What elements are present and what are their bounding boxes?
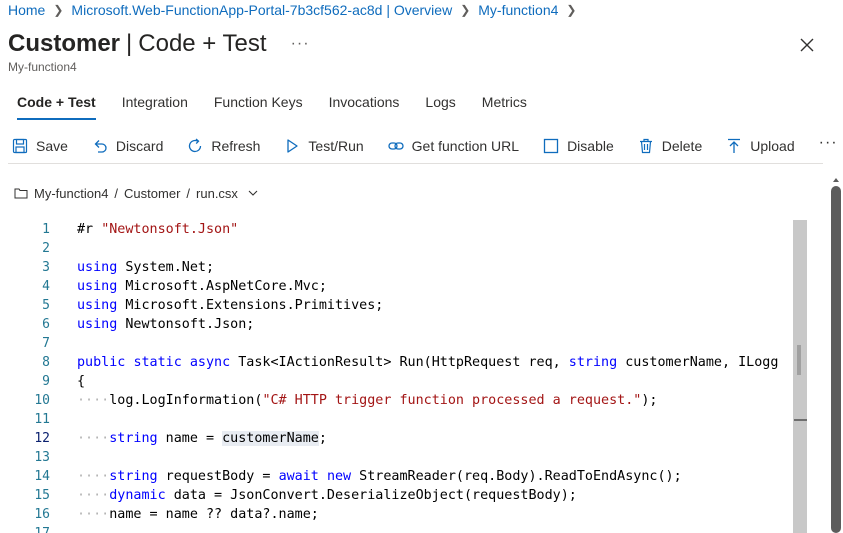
tab-bar: Code + Test Integration Function Keys In… <box>8 90 544 124</box>
discard-button-label: Discard <box>115 138 164 154</box>
discard-button[interactable]: Discard <box>88 138 167 154</box>
play-icon <box>284 138 300 154</box>
tab-logs[interactable]: Logs <box>425 94 456 110</box>
toolbar-more-button[interactable]: ··· <box>818 134 838 151</box>
tab-invocations[interactable]: Invocations <box>328 94 400 110</box>
line-number: 16 <box>34 507 50 522</box>
path-separator: / <box>186 185 191 201</box>
line-number: 2 <box>42 241 50 256</box>
code-line: using Newtonsoft.Json; <box>77 317 255 332</box>
undo-icon <box>92 138 108 154</box>
get-function-url-label: Get function URL <box>411 138 520 154</box>
code-line: ····dynamic data = JsonConvert.Deseriali… <box>77 488 577 503</box>
code-line: #r "Newtonsoft.Json" <box>77 222 239 237</box>
upload-button-label: Upload <box>750 138 795 154</box>
save-button-label: Save <box>36 138 68 154</box>
line-number: 9 <box>42 374 50 389</box>
toolbar-divider <box>8 163 823 164</box>
line-number: 8 <box>42 355 50 370</box>
editor-cursor-marker <box>794 419 807 421</box>
chevron-right-icon: ❯ <box>566 3 577 17</box>
file-path-breadcrumb: My-function4 / Customer / run.csx <box>14 184 258 202</box>
line-number: 3 <box>42 260 50 275</box>
get-function-url-button[interactable]: Get function URL <box>384 138 523 154</box>
chevron-right-icon: ❯ <box>53 3 64 17</box>
test-run-button[interactable]: Test/Run <box>280 138 367 154</box>
refresh-icon <box>187 138 203 154</box>
line-number: 7 <box>42 336 50 351</box>
line-number: 14 <box>34 469 50 484</box>
line-number: 1 <box>42 222 50 237</box>
file-path-file: run.csx <box>196 185 238 201</box>
code-editor[interactable]: 1234567891011121314151617 #r "Newtonsoft… <box>0 212 808 533</box>
breadcrumb: Home ❯ Microsoft.Web-FunctionApp-Portal-… <box>8 0 584 20</box>
scroll-up-arrow-icon[interactable] <box>831 172 841 182</box>
page-title-subtitle: Code + Test <box>138 30 267 57</box>
chevron-down-icon <box>248 186 258 201</box>
file-path-function: My-function4 <box>34 185 109 201</box>
code-line: public static async Task<IActionResult> … <box>77 355 779 370</box>
code-line: ····log.LogInformation("C# HTTP trigger … <box>77 393 658 408</box>
page-scrollbar-thumb[interactable] <box>831 186 841 533</box>
line-number: 4 <box>42 279 50 294</box>
line-number: 5 <box>42 298 50 313</box>
page-title-name: Customer <box>8 30 121 57</box>
line-number: 10 <box>34 393 50 408</box>
page-title: Customer | Code + Test ··· <box>8 28 310 60</box>
breadcrumb-function-app[interactable]: Microsoft.Web-FunctionApp-Portal-7b3cf56… <box>71 2 453 18</box>
code-line: ····name = name ?? data?.name; <box>77 507 319 522</box>
trash-icon <box>638 138 654 154</box>
link-icon <box>388 138 404 154</box>
path-separator: / <box>114 185 119 201</box>
breadcrumb-home[interactable]: Home <box>8 2 46 18</box>
upload-icon <box>726 138 742 154</box>
tab-code-test[interactable]: Code + Test <box>8 90 105 122</box>
line-number: 11 <box>34 412 50 427</box>
refresh-button[interactable]: Refresh <box>183 138 264 154</box>
code-line: using Microsoft.Extensions.Primitives; <box>77 298 384 313</box>
command-toolbar: Save Discard Refresh Test/Run Get functi… <box>8 131 842 161</box>
close-icon[interactable] <box>796 34 818 56</box>
line-number: 15 <box>34 488 50 503</box>
file-selector[interactable]: run.csx <box>196 186 258 201</box>
editor-scrollbar-thumb[interactable] <box>793 220 807 533</box>
more-options-button[interactable]: ··· <box>290 35 310 52</box>
resource-subtitle: My-function4 <box>8 60 77 74</box>
folder-icon <box>14 186 28 200</box>
code-line: ····string requestBody = await new Strea… <box>77 469 682 484</box>
delete-button[interactable]: Delete <box>634 138 706 154</box>
save-button[interactable]: Save <box>8 138 72 154</box>
file-path-folder: Customer <box>124 185 181 201</box>
editor-overview-marker <box>797 345 801 375</box>
chevron-right-icon: ❯ <box>460 3 471 17</box>
code-line: { <box>77 374 86 389</box>
disable-button[interactable]: Disable <box>539 138 618 154</box>
disable-button-label: Disable <box>567 138 614 154</box>
code-line: ····string name = customerName; <box>77 431 327 446</box>
tab-integration[interactable]: Integration <box>121 94 188 110</box>
tab-function-keys[interactable]: Function Keys <box>213 94 303 110</box>
title-separator: | <box>126 30 133 57</box>
test-run-button-label: Test/Run <box>308 138 364 154</box>
line-number: 17 <box>0 524 50 533</box>
save-icon <box>12 138 28 154</box>
code-line: using System.Net; <box>77 260 215 275</box>
refresh-button-label: Refresh <box>211 138 261 154</box>
checkbox-icon <box>543 138 559 154</box>
breadcrumb-function[interactable]: My-function4 <box>478 2 559 18</box>
line-number: 12 <box>34 431 50 446</box>
line-number: 6 <box>42 317 50 332</box>
code-line: using Microsoft.AspNetCore.Mvc; <box>77 279 327 294</box>
delete-button-label: Delete <box>661 138 703 154</box>
upload-button[interactable]: Upload <box>722 138 798 154</box>
tab-metrics[interactable]: Metrics <box>481 94 527 110</box>
line-number: 13 <box>34 450 50 465</box>
